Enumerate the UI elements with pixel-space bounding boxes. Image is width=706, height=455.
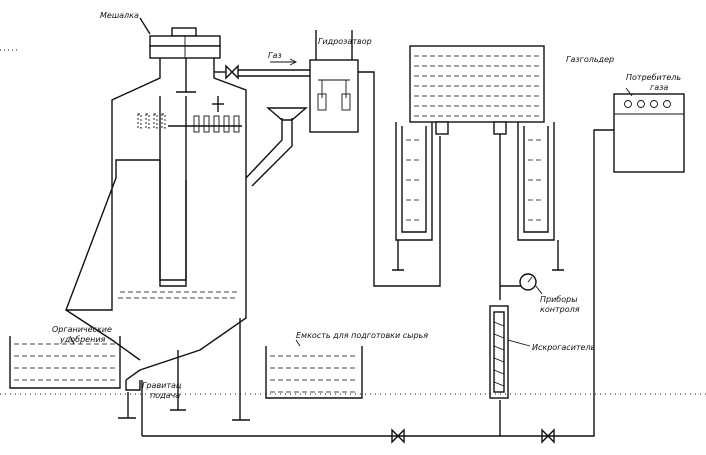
water-seal [309, 30, 441, 287]
spark-arrester [489, 305, 531, 399]
label-gas: Газ [268, 51, 282, 60]
water-jacket-lines [406, 139, 544, 221]
mixer [137, 17, 242, 133]
support-leg [170, 350, 186, 411]
feedstock-prep-tank [265, 339, 363, 399]
gasholder [392, 45, 564, 271]
support-leg [232, 318, 250, 421]
digester [64, 58, 293, 421]
label-control-line1: Приборы [540, 295, 578, 304]
feed-funnel [266, 107, 308, 121]
control-gauge [519, 273, 543, 295]
label-mixer: Мешалка [100, 11, 139, 20]
fertilizer-tank [9, 335, 121, 389]
label-consumer-line2: газа [650, 83, 668, 92]
label-consumer-line1: Потребитель [626, 73, 681, 82]
valve-icon [541, 428, 555, 444]
mixer-paddles [137, 113, 240, 133]
valve-icon [391, 428, 405, 444]
label-prep-tank: Емкость для подготовки сырья [296, 331, 428, 340]
gas-consumer-stove [613, 87, 685, 173]
gas-outlet-pipe [214, 58, 310, 80]
gas-fill-lines [414, 55, 540, 117]
gas-supply-line [141, 129, 614, 437]
support-leg [118, 392, 136, 419]
label-control-line2: контроля [540, 305, 580, 314]
label-spark-arrester: Искрогаситель [532, 343, 596, 352]
label-water-seal: Гидрозатвор [318, 37, 372, 46]
label-organic-line1: Органические [52, 325, 112, 334]
label-gravity-line1: Гравитац [142, 381, 182, 390]
label-gasholder: Газгольдер [566, 55, 614, 64]
label-gravity-line2: подача [150, 391, 180, 400]
label-organic-line2: удобрения [59, 335, 106, 344]
